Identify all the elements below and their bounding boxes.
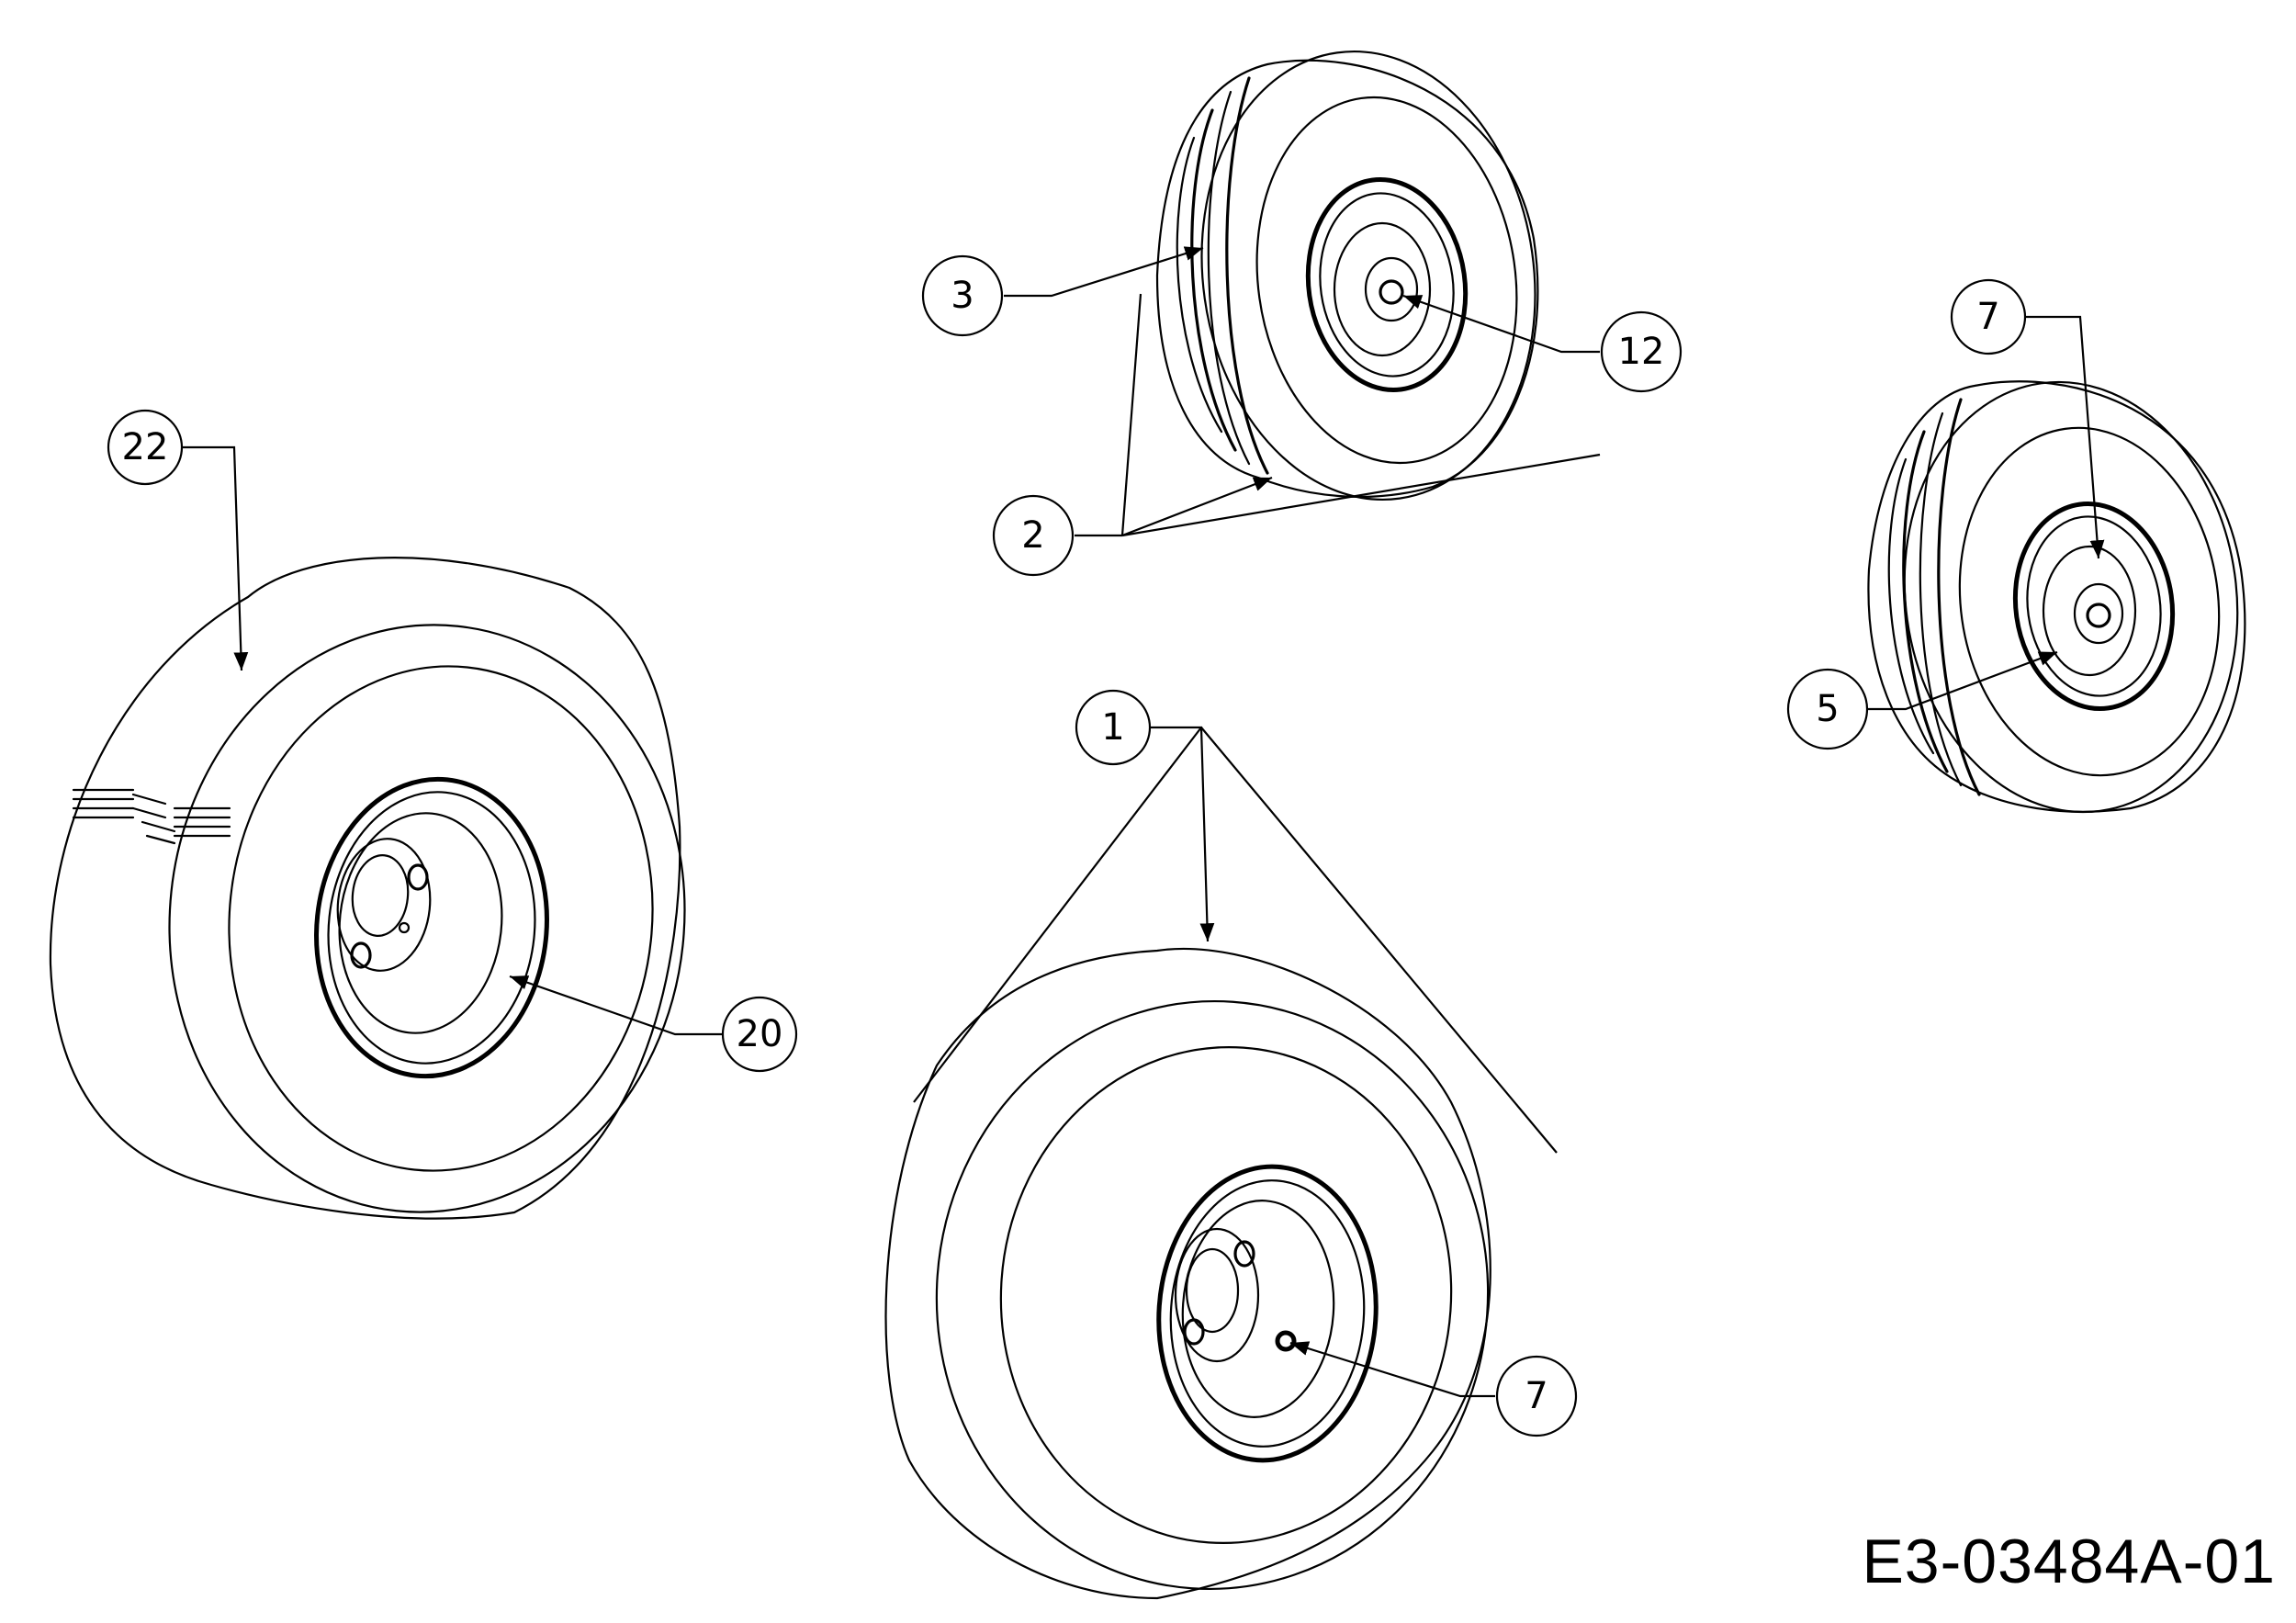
callout-7-top: 7 <box>1950 278 2027 355</box>
callout-label: 22 <box>122 426 169 468</box>
valve-stem-icon <box>1275 1330 1297 1352</box>
callout-12: 12 <box>1600 310 1683 393</box>
callout-label: 5 <box>1816 688 1839 730</box>
callout-7-bottom: 7 <box>1495 1355 1578 1437</box>
front-wheel-top <box>1155 50 1539 502</box>
drawing-code: E3-03484A-01 <box>1862 1527 2276 1596</box>
callout-label: 3 <box>951 275 974 317</box>
rear-wheel-center <box>884 947 1491 1600</box>
tread-logo-mark <box>72 788 231 845</box>
front-wheel-right <box>1867 380 2246 814</box>
callout-2: 2 <box>992 494 1075 577</box>
rear-wheel-left <box>49 557 686 1220</box>
callout-label: 12 <box>1618 331 1665 373</box>
callout-label: 2 <box>1021 514 1044 557</box>
callout-label: 20 <box>737 1013 783 1055</box>
callout-20: 20 <box>721 996 798 1073</box>
callout-22: 22 <box>107 409 184 486</box>
leader-lines <box>182 246 2105 1398</box>
callout-1: 1 <box>1075 689 1152 766</box>
callout-5: 5 <box>1786 668 1869 750</box>
callout-label: 7 <box>1976 296 1999 338</box>
callout-label: 7 <box>1525 1375 1548 1417</box>
callout-3: 3 <box>921 254 1004 337</box>
callout-label: 1 <box>1101 706 1124 749</box>
